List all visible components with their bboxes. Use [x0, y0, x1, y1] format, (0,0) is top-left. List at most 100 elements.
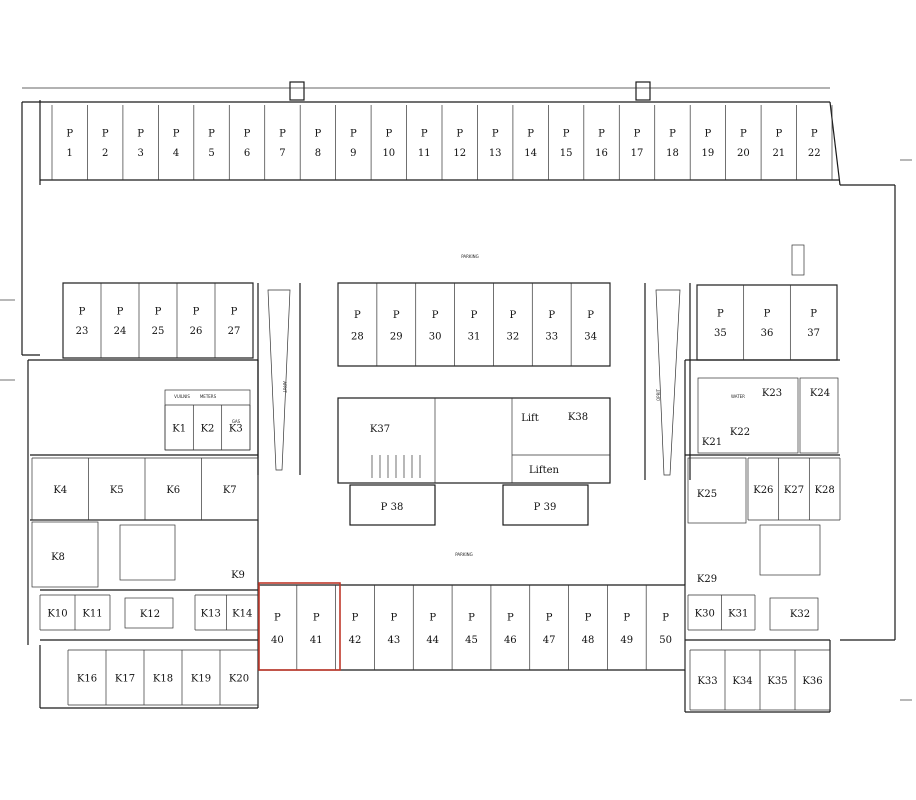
parking-space-46-prefix: P: [507, 613, 514, 624]
central-core: [337, 397, 611, 484]
annotation-labels: PARKING PARKING AFRIT OPRIT VUILNIS METE…: [174, 254, 745, 557]
parking-space-25: 25: [152, 326, 165, 337]
lift-small-label: Lift: [521, 413, 539, 424]
parking-space-50-prefix: P: [662, 613, 669, 624]
parking-space-41-prefix: P: [313, 613, 320, 624]
storage-k23: K23: [762, 388, 782, 399]
entry-pier-left: [289, 81, 305, 101]
trash-label: VUILNIS: [174, 394, 190, 399]
parking-space-5-prefix: P: [208, 129, 215, 140]
parking-space-16-prefix: P: [598, 129, 605, 140]
storage-k38: K38: [568, 412, 588, 423]
parking-space-18-prefix: P: [669, 129, 676, 140]
storage-k1: K1: [172, 424, 186, 435]
parking-space-9: 9: [350, 148, 356, 159]
storage-k3: K3: [229, 424, 243, 435]
right-upper-block: [697, 377, 799, 454]
parking-39-box: [502, 484, 589, 526]
parking-space-7-prefix: P: [279, 129, 286, 140]
parking-space-41: 41: [310, 635, 323, 646]
parking-space-16: 16: [595, 148, 608, 159]
parking-space-5: 5: [208, 148, 214, 159]
parking-space-37-prefix: P: [810, 309, 817, 320]
parking-space-24: 24: [114, 326, 127, 337]
parking-block-right: [696, 284, 838, 361]
parking-space-38: P 38: [381, 502, 404, 513]
parking-space-17-prefix: P: [634, 129, 641, 140]
parking-space-48-prefix: P: [585, 613, 592, 624]
storage-k10: K10: [47, 609, 67, 620]
parking-space-46: 46: [504, 635, 517, 646]
parking-space-2: 2: [102, 148, 108, 159]
parking-space-42: 42: [349, 635, 362, 646]
parking-space-29: 29: [390, 331, 403, 342]
parking-space-36-prefix: P: [764, 309, 771, 320]
stair-left-box: [119, 524, 176, 581]
storage-k35: K35: [767, 676, 787, 687]
parking-space-3: 3: [137, 148, 143, 159]
parking-space-34: 34: [584, 331, 597, 342]
parking-space-45: 45: [465, 635, 478, 646]
storage-k33: K33: [697, 676, 717, 687]
parking-space-8-prefix: P: [315, 129, 322, 140]
parking-space-22-prefix: P: [811, 129, 818, 140]
storage-k12: K12: [140, 609, 160, 620]
storage-k21: K21: [702, 437, 722, 448]
parking-block-middle: [337, 282, 611, 367]
stair-right-box: [759, 524, 821, 576]
gas-label: GAS: [232, 419, 241, 424]
ramp-label-left: AFRIT: [282, 381, 287, 393]
parking-space-11-prefix: P: [421, 129, 428, 140]
parking-space-2-prefix: P: [102, 129, 109, 140]
parking-space-13-prefix: P: [492, 129, 499, 140]
parking-space-33-prefix: P: [548, 310, 555, 321]
water-label: WATER: [731, 394, 745, 399]
parking-space-18: 18: [666, 148, 679, 159]
parking-space-7: 7: [279, 148, 285, 159]
parking-space-9-prefix: P: [350, 129, 357, 140]
storage-k13: K13: [201, 609, 221, 620]
storage-k31: K31: [728, 609, 748, 620]
parking-space-28: 28: [351, 331, 364, 342]
parking-space-4: 4: [173, 148, 179, 159]
storage-k9: K9: [231, 570, 245, 581]
parking-space-27-prefix: P: [231, 307, 238, 318]
parking-space-47-prefix: P: [546, 613, 553, 624]
parking-space-8: 8: [315, 148, 321, 159]
parking-space-22: 22: [808, 148, 821, 159]
storage-k5: K5: [110, 485, 124, 496]
storage-k18: K18: [153, 674, 173, 685]
parking-space-24-prefix: P: [117, 307, 124, 318]
parking-space-6: 6: [244, 148, 250, 159]
ramp-label-right: OPRIT: [656, 388, 661, 401]
storage-k25-box: [687, 457, 747, 524]
storage-k6: K6: [166, 485, 180, 496]
partitions: [0, 87, 912, 711]
parking-space-32: 32: [506, 331, 519, 342]
walls: [21, 81, 896, 713]
storage-k22: K22: [730, 427, 750, 438]
parking-space-31: 31: [468, 331, 481, 342]
parking-space-25-prefix: P: [155, 307, 162, 318]
storage-k20: K20: [229, 674, 249, 685]
storage-k34: K34: [732, 676, 752, 687]
parking-space-14: 14: [524, 148, 537, 159]
parking-space-32-prefix: P: [509, 310, 516, 321]
storage-k16: K16: [77, 674, 97, 685]
parking-space-10-prefix: P: [385, 129, 392, 140]
outer-wall-north-east: [829, 101, 841, 186]
storage-k24-box: [799, 377, 839, 454]
parking-space-33: 33: [545, 331, 558, 342]
fixture-box: [791, 244, 805, 276]
parking-space-1-prefix: P: [66, 129, 73, 140]
parking-space-31-prefix: P: [471, 310, 478, 321]
storage-k12-box: [124, 597, 174, 629]
storage-k30: K30: [695, 609, 715, 620]
parking-space-27: 27: [228, 326, 241, 337]
parking-space-35: 35: [714, 328, 727, 339]
parking-space-43: 43: [387, 635, 400, 646]
storage-k8: K8: [51, 552, 65, 563]
parking-space-23: 23: [76, 326, 89, 337]
parking-space-15: 15: [560, 148, 573, 159]
